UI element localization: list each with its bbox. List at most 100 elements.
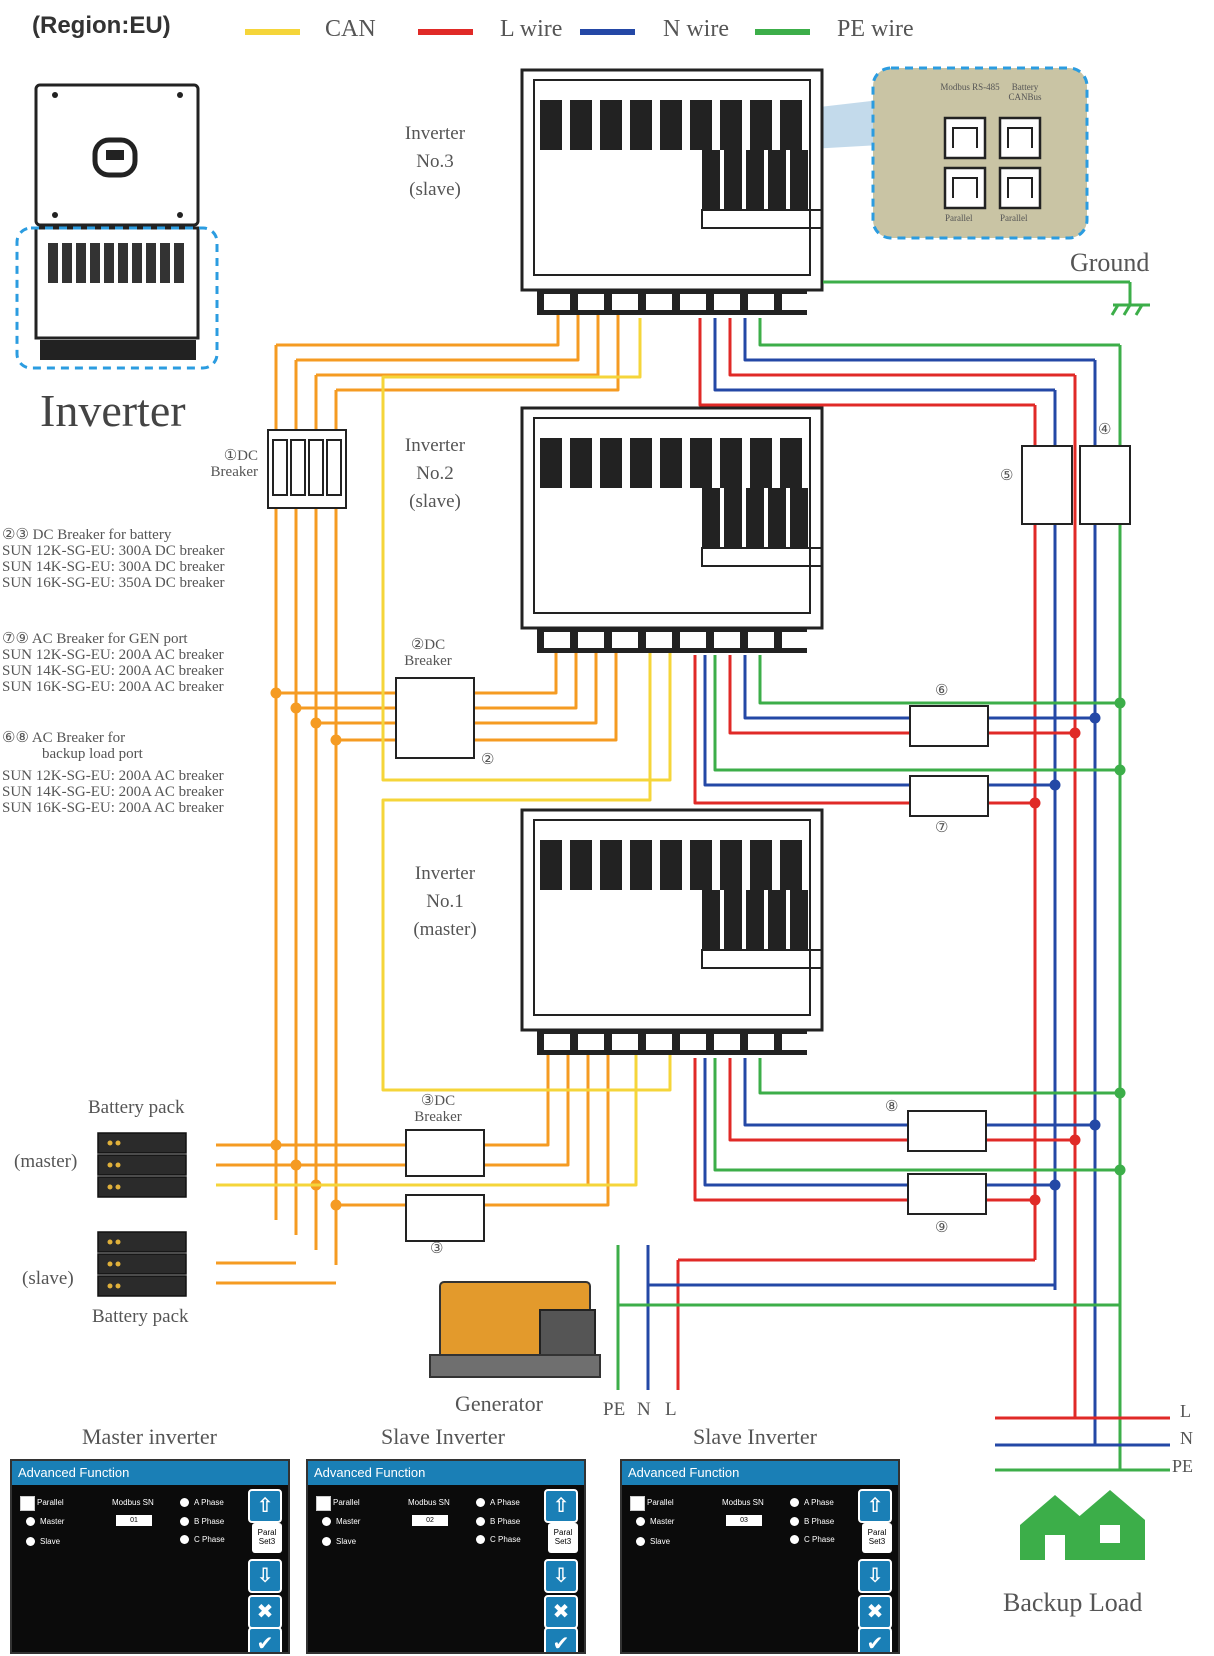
inverter-thumb-terminals bbox=[34, 226, 200, 340]
slave-label: Slave bbox=[40, 1537, 61, 1546]
note-battery-line4: SUN 16K-SG-EU: 350A DC breaker bbox=[2, 575, 225, 591]
cancel-button[interactable]: ✖ bbox=[248, 1595, 282, 1629]
inv3-pe bbox=[758, 318, 1120, 347]
c-phase-radio[interactable] bbox=[180, 1535, 189, 1544]
note-battery-line3: SUN 14K-SG-EU: 300A DC breaker bbox=[2, 559, 225, 575]
terminal-block bbox=[118, 243, 128, 283]
battery-bottom-label: Battery pack bbox=[92, 1306, 189, 1327]
b-phase-radio[interactable] bbox=[476, 1517, 485, 1526]
a-phase-label: A Phase bbox=[804, 1498, 834, 1507]
legend-can-label: CAN bbox=[325, 16, 376, 42]
cancel-button[interactable]: ✖ bbox=[544, 1595, 578, 1629]
confirm-button[interactable]: ✔ bbox=[544, 1627, 578, 1652]
slave-radio[interactable] bbox=[26, 1537, 35, 1546]
c-phase-label: C Phase bbox=[490, 1535, 521, 1544]
inverter-3-frame bbox=[533, 79, 811, 276]
battery-pack-module bbox=[97, 1253, 187, 1275]
terminal-block bbox=[702, 150, 720, 210]
slave-radio[interactable] bbox=[636, 1537, 645, 1546]
c-phase-radio[interactable] bbox=[790, 1535, 799, 1544]
breaker-block bbox=[540, 438, 562, 488]
junction-dot bbox=[1029, 1194, 1041, 1206]
screw-0 bbox=[52, 92, 58, 98]
breaker-block bbox=[660, 100, 682, 150]
battery-led bbox=[107, 1239, 113, 1245]
ac-breaker-5 bbox=[1021, 445, 1073, 525]
modbus-sn-input[interactable]: 02 bbox=[412, 1515, 448, 1526]
down-arrow-button[interactable]: ⇩ bbox=[248, 1559, 282, 1593]
junction-dot bbox=[290, 702, 302, 714]
terminal-block bbox=[132, 243, 142, 283]
paral-set-label: Paral Set3 bbox=[867, 1528, 887, 1546]
load-l-label: L bbox=[1180, 1401, 1191, 1421]
inverter-1-line2: No.1 bbox=[426, 891, 464, 912]
ac-breaker-8 bbox=[907, 1110, 987, 1152]
modbus-sn-input[interactable]: 03 bbox=[726, 1515, 762, 1526]
up-arrow-button[interactable]: ⇧ bbox=[248, 1489, 282, 1523]
inverter-2-line2: No.2 bbox=[416, 463, 454, 484]
b-phase-radio[interactable] bbox=[790, 1517, 799, 1526]
terminal-block bbox=[768, 890, 786, 950]
a-phase-radio[interactable] bbox=[180, 1498, 189, 1507]
terminal-block bbox=[790, 488, 808, 548]
junction-dot bbox=[1049, 779, 1061, 791]
inv2-gen-n bbox=[703, 655, 1055, 787]
terminal-block bbox=[146, 243, 156, 283]
note-battery-breaker: ②③ DC Breaker for battery SUN 12K-SG-EU:… bbox=[2, 527, 224, 591]
terminal-block bbox=[768, 488, 786, 548]
modbus-sn-label: Modbus SN bbox=[112, 1498, 154, 1507]
master-radio[interactable] bbox=[26, 1517, 35, 1526]
battery-led bbox=[115, 1239, 121, 1245]
master-radio[interactable] bbox=[322, 1517, 331, 1526]
up-arrow-button[interactable]: ⇧ bbox=[544, 1489, 578, 1523]
confirm-button[interactable]: ✔ bbox=[858, 1627, 892, 1652]
b-phase-radio[interactable] bbox=[180, 1517, 189, 1526]
inv2-l bbox=[728, 655, 1075, 735]
terminal-block bbox=[768, 150, 786, 210]
region-label: (Region:EU) bbox=[32, 12, 171, 39]
parallel-checkbox[interactable] bbox=[316, 1496, 331, 1511]
master-radio[interactable] bbox=[636, 1517, 645, 1526]
gland-hole bbox=[782, 1034, 808, 1050]
battery-led bbox=[107, 1162, 113, 1168]
rj45-port-inner bbox=[1007, 177, 1033, 198]
ac-breaker-5-mark: ⑤ bbox=[1000, 468, 1014, 484]
parallel-checkbox[interactable] bbox=[630, 1496, 645, 1511]
inverter-1-line1: Inverter bbox=[414, 863, 476, 884]
battery-led bbox=[115, 1162, 121, 1168]
junction-dot bbox=[310, 717, 322, 729]
modbus-sn-input[interactable]: 01 bbox=[116, 1515, 152, 1526]
c-phase-radio[interactable] bbox=[476, 1535, 485, 1544]
house-icon-left bbox=[1020, 1495, 1090, 1560]
terminal-block bbox=[746, 150, 764, 210]
breaker-block bbox=[720, 840, 742, 890]
note-gen-line1: ⑦⑨ AC Breaker for GEN port bbox=[2, 631, 188, 647]
confirm-button[interactable]: ✔ bbox=[248, 1627, 282, 1652]
down-arrow-button[interactable]: ⇩ bbox=[858, 1559, 892, 1593]
inv3-gen-l bbox=[698, 318, 1035, 407]
battery-led bbox=[115, 1283, 121, 1289]
breaker-block bbox=[630, 840, 652, 890]
up-arrow-button[interactable]: ⇧ bbox=[858, 1489, 892, 1523]
terminal-block bbox=[174, 243, 184, 283]
b-phase-label: B Phase bbox=[194, 1517, 225, 1526]
parallel-checkbox[interactable] bbox=[20, 1496, 35, 1511]
cancel-button[interactable]: ✖ bbox=[858, 1595, 892, 1629]
terminal-block bbox=[746, 488, 764, 548]
battery-pack-module bbox=[97, 1275, 187, 1297]
down-arrow-button[interactable]: ⇩ bbox=[544, 1559, 578, 1593]
inverter-1-frame bbox=[533, 819, 811, 1016]
screw-1 bbox=[177, 92, 183, 98]
breaker-block bbox=[630, 438, 652, 488]
breaker-block bbox=[750, 840, 772, 890]
gland-hole bbox=[578, 294, 604, 310]
a-phase-radio[interactable] bbox=[476, 1498, 485, 1507]
gland-hole bbox=[680, 294, 706, 310]
breaker-block bbox=[720, 100, 742, 150]
paral-set-label: Paral Set3 bbox=[553, 1528, 573, 1546]
a-phase-radio[interactable] bbox=[790, 1498, 799, 1507]
slave-radio[interactable] bbox=[322, 1537, 331, 1546]
thumb-highlight bbox=[15, 226, 219, 370]
note-gen-line4: SUN 16K-SG-EU: 200A AC breaker bbox=[2, 679, 224, 695]
battery-led bbox=[115, 1140, 121, 1146]
